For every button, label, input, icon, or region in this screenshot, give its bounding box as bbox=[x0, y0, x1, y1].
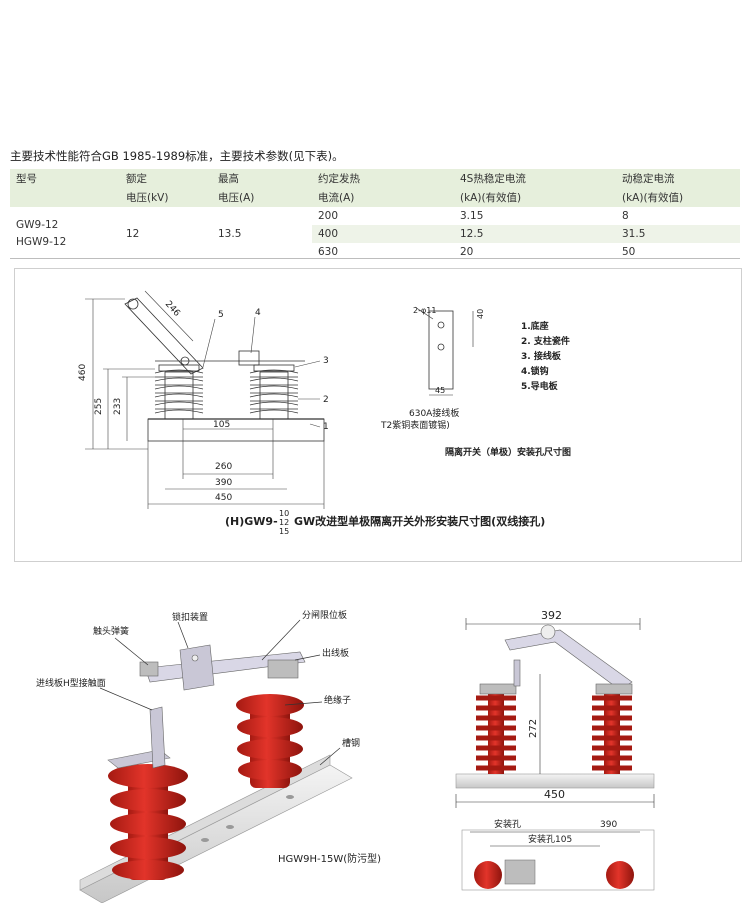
dimension-drawing-panel: 246 460 255 233 105 260 390 450 5 4 3 2 … bbox=[14, 268, 742, 562]
isometric-view: 锁扣装置 触头弹簧 分闸限位板 出线板 进线板H型接触面 绝缘子 槽钢 HGW9… bbox=[36, 609, 381, 903]
dim-40: 40 bbox=[476, 309, 485, 319]
caption-prefix: (H)GW9- bbox=[225, 515, 278, 528]
table-row: 630 20 50 bbox=[10, 243, 740, 261]
dim-45: 45 bbox=[435, 386, 445, 395]
dim-246: 246 bbox=[163, 299, 182, 319]
inlet-plate bbox=[149, 706, 166, 769]
model-hgw9: HGW9-12 bbox=[16, 236, 67, 248]
red-insulator-right bbox=[236, 694, 304, 788]
dimension-drawing: 246 460 255 233 105 260 390 450 5 4 3 2 … bbox=[78, 290, 571, 536]
model-gw9: GW9-12 bbox=[16, 219, 59, 231]
blade-assembly bbox=[139, 644, 306, 691]
dim-392: 392 bbox=[541, 609, 562, 622]
table-row: GW9-12 HGW9-12 12 13.5 200 3.15 8 bbox=[10, 207, 740, 248]
product-illustrations: 锁扣装置 触头弹簧 分闸限位板 出线板 进线板H型接触面 绝缘子 槽钢 HGW9… bbox=[0, 590, 750, 903]
caption-frac-2: 12 bbox=[279, 518, 289, 527]
dim-272: 272 bbox=[528, 719, 539, 738]
dynamic-cell: 8 bbox=[622, 210, 629, 222]
product-illustration-svg: 锁扣装置 触头弹簧 分闸限位板 出线板 进线板H型接触面 绝缘子 槽钢 HGW9… bbox=[36, 609, 655, 903]
dim-450-front: 450 bbox=[544, 788, 565, 801]
header-model-2 bbox=[10, 188, 120, 207]
legend-1: 1.底座 bbox=[521, 320, 549, 332]
dim-390: 390 bbox=[215, 478, 232, 488]
header-current-1: 约定发热 bbox=[312, 169, 454, 188]
label-lock: 锁扣装置 bbox=[172, 611, 208, 623]
insulator-left bbox=[154, 364, 204, 420]
legend-2: 2. 支柱瓷件 bbox=[521, 335, 570, 347]
callout-3: 3 bbox=[323, 356, 329, 366]
front-insulator-left bbox=[476, 694, 516, 774]
dim-hole: 2-φ11 bbox=[413, 306, 436, 315]
callout-4: 4 bbox=[255, 308, 261, 318]
header-max-1: 最高 bbox=[212, 169, 312, 188]
dim-mount-105: 安装孔105 bbox=[528, 833, 572, 845]
dim-mount: 安装孔 bbox=[494, 818, 521, 830]
hole-plate bbox=[414, 306, 474, 396]
plate-label-1: 630A接线板 bbox=[409, 407, 459, 419]
header-dynamic-1: 动稳定电流 bbox=[616, 169, 740, 188]
dim-233: 233 bbox=[113, 398, 123, 415]
table-bottom-rule bbox=[10, 258, 740, 259]
dim-460: 460 bbox=[78, 364, 88, 381]
dynamic-cell: 50 bbox=[622, 246, 636, 258]
max-voltage: 13.5 bbox=[218, 228, 242, 240]
dynamic-cell: 31.5 bbox=[616, 225, 740, 243]
header-rated-1: 额定 bbox=[120, 169, 212, 188]
dimension-lines bbox=[85, 290, 325, 509]
table-row: 400 12.5 31.5 bbox=[10, 225, 740, 243]
dim-260: 260 bbox=[215, 462, 232, 472]
caption-suffix: GW改进型单极隔离开关外形安装尺寸图(双线接孔) bbox=[294, 514, 545, 528]
thermal-cell: 12.5 bbox=[454, 225, 616, 243]
dim-390-plan: 390 bbox=[600, 820, 617, 830]
dim-105: 105 bbox=[213, 420, 230, 430]
hole-caption: 隔离开关（单极）安装孔尺寸图 bbox=[445, 446, 571, 458]
legend-3: 3. 接线板 bbox=[521, 350, 562, 362]
header-thermal-1: 4S热稳定电流 bbox=[454, 169, 616, 188]
label-inlet: 进线板H型接触面 bbox=[36, 677, 106, 689]
caption-frac-3: 15 bbox=[279, 527, 289, 536]
dim-255: 255 bbox=[94, 398, 104, 415]
rated-voltage: 12 bbox=[126, 228, 140, 240]
callout-5: 5 bbox=[218, 310, 224, 320]
label-limit: 分闸限位板 bbox=[302, 609, 347, 621]
callout-2: 2 bbox=[323, 395, 329, 405]
header-thermal-2: (kA)(有效值) bbox=[454, 188, 616, 207]
callout-1: 1 bbox=[323, 422, 329, 432]
legend-4: 4.锁钩 bbox=[521, 365, 549, 377]
label-channel: 槽钢 bbox=[342, 737, 360, 749]
spec-table: 型号 额定 最高 约定发热 4S热稳定电流 动稳定电流 电压(kV) 电压(A)… bbox=[10, 169, 740, 261]
label-insulator: 绝缘子 bbox=[324, 694, 351, 706]
current-cell: 630 bbox=[318, 246, 339, 258]
insulator-right bbox=[249, 364, 299, 420]
table-header-row-1: 型号 额定 最高 约定发热 4S热稳定电流 动稳定电流 bbox=[10, 169, 740, 188]
blade bbox=[124, 297, 305, 375]
label-model: HGW9H-15W(防污型) bbox=[278, 852, 381, 865]
dim-450: 450 bbox=[215, 493, 232, 503]
table-header-row-2: 电压(kV) 电压(A) 电流(A) (kA)(有效值) (kA)(有效值) bbox=[10, 188, 740, 207]
caption-frac-1: 10 bbox=[279, 509, 289, 518]
header-rated-2: 电压(kV) bbox=[120, 188, 212, 207]
base-plate bbox=[147, 418, 325, 442]
legend-5: 5.导电板 bbox=[521, 380, 559, 392]
header-current-2: 电流(A) bbox=[312, 188, 454, 207]
front-insulator-right bbox=[592, 694, 632, 774]
header-max-2: 电压(A) bbox=[212, 188, 312, 207]
plate-label-2: T2紫铜表面镀锡) bbox=[380, 419, 450, 431]
front-view: 392 272 450 安装孔 390 安装孔105 bbox=[455, 609, 655, 891]
current-cell: 200 bbox=[318, 210, 339, 222]
header-model: 型号 bbox=[10, 169, 120, 188]
intro-text: 主要技术性能符合GB 1985-1989标准，主要技术参数(见下表)。 bbox=[10, 149, 344, 163]
header-dynamic-2: (kA)(有效值) bbox=[616, 188, 740, 207]
current-cell: 400 bbox=[312, 225, 454, 243]
thermal-cell: 3.15 bbox=[460, 210, 484, 222]
red-insulator-left bbox=[107, 749, 188, 880]
label-spring: 触头弹簧 bbox=[93, 625, 129, 637]
label-outlet: 出线板 bbox=[322, 647, 349, 659]
thermal-cell: 20 bbox=[460, 246, 474, 258]
